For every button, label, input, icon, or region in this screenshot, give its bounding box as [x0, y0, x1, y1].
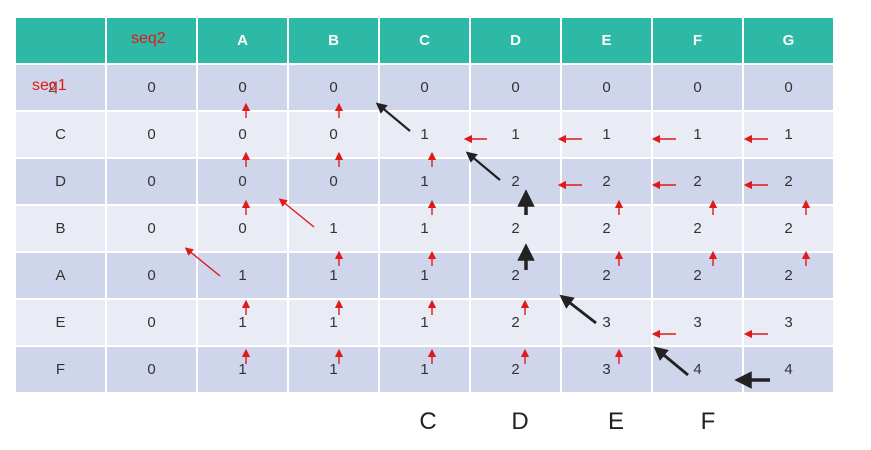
table-cell: 2: [651, 204, 744, 253]
table-cell: 2: [651, 251, 744, 300]
row-header: D: [14, 157, 107, 206]
table-cell: 3: [560, 345, 653, 394]
lcs-letter-d: D: [511, 408, 529, 435]
col-header-f: F: [651, 16, 744, 65]
col-header-e: E: [560, 16, 653, 65]
row-header: B: [14, 204, 107, 253]
table-cell: 0: [105, 345, 198, 394]
table-cell: 2: [469, 157, 562, 206]
row-header-hidden-value: 2: [48, 79, 57, 96]
table-cell: 1: [560, 110, 653, 159]
table-cell: 1: [742, 110, 835, 159]
table-cell: 0: [105, 251, 198, 300]
row-header: C: [14, 110, 107, 159]
header-blank: [14, 16, 107, 65]
lcs-letter-e: E: [607, 408, 624, 435]
col-header-a: A: [196, 16, 289, 65]
table-cell: 1: [378, 110, 471, 159]
table-cell: 1: [196, 251, 289, 300]
table-cell: 3: [651, 298, 744, 347]
table-cell: 1: [287, 204, 380, 253]
table-cell: 2: [742, 157, 835, 206]
header-row: seq2 A B C D E F G: [14, 16, 835, 65]
table-cell: 0: [105, 110, 198, 159]
table-cell: 0: [196, 204, 289, 253]
col-header-b: B: [287, 16, 380, 65]
table-cell: 1: [378, 251, 471, 300]
table-cell: 1: [378, 345, 471, 394]
col-header-c: C: [378, 16, 471, 65]
table-cell: 4: [651, 345, 744, 394]
table-cell: 0: [287, 110, 380, 159]
table-cell: 1: [287, 251, 380, 300]
table-cell: 4: [742, 345, 835, 394]
table-cell: 2: [469, 251, 562, 300]
table-cell: 1: [378, 298, 471, 347]
table-cell: 0: [105, 63, 198, 112]
col-header-d: D: [469, 16, 562, 65]
table-cell: 2: [560, 157, 653, 206]
table-cell: 0: [105, 204, 198, 253]
table-cell: 1: [287, 345, 380, 394]
table-cell: 3: [742, 298, 835, 347]
lcs-letter-f: F: [700, 408, 716, 435]
table-cell: 1: [378, 204, 471, 253]
table-cell: 2: [469, 345, 562, 394]
table-cell: 2: [742, 204, 835, 253]
row-header: A: [14, 251, 107, 300]
table-cell: 0: [651, 63, 744, 112]
table-cell: 0: [105, 298, 198, 347]
table-cell: 0: [469, 63, 562, 112]
table-cell: 1: [651, 110, 744, 159]
table-cell: 0: [196, 63, 289, 112]
table-cell: 0: [196, 157, 289, 206]
seq2-label: seq2: [105, 16, 198, 65]
table-cell: 0: [287, 157, 380, 206]
table-cell: 0: [742, 63, 835, 112]
row-header: E: [14, 298, 107, 347]
table-cell: 1: [469, 110, 562, 159]
table-cell: 1: [378, 157, 471, 206]
table-cell: 0: [560, 63, 653, 112]
table-cell: 3: [560, 298, 653, 347]
table-cell: 2: [560, 251, 653, 300]
col-header-g: G: [742, 16, 835, 65]
table-cell: 1: [287, 298, 380, 347]
table-cell: 2: [469, 204, 562, 253]
table-cell: 2: [742, 251, 835, 300]
seq1-label: seq1: [32, 77, 67, 94]
table-cell: 2: [651, 157, 744, 206]
table-cell: 0: [378, 63, 471, 112]
table-cell: 1: [196, 298, 289, 347]
table-cell: 0: [105, 157, 198, 206]
row-header: F: [14, 345, 107, 394]
table-cell: 2: [560, 204, 653, 253]
table-cell: 2: [469, 298, 562, 347]
table-cell: 0: [287, 63, 380, 112]
lcs-letter-c: C: [419, 408, 437, 435]
table-cell: 0: [196, 110, 289, 159]
table-cell: 1: [196, 345, 289, 394]
